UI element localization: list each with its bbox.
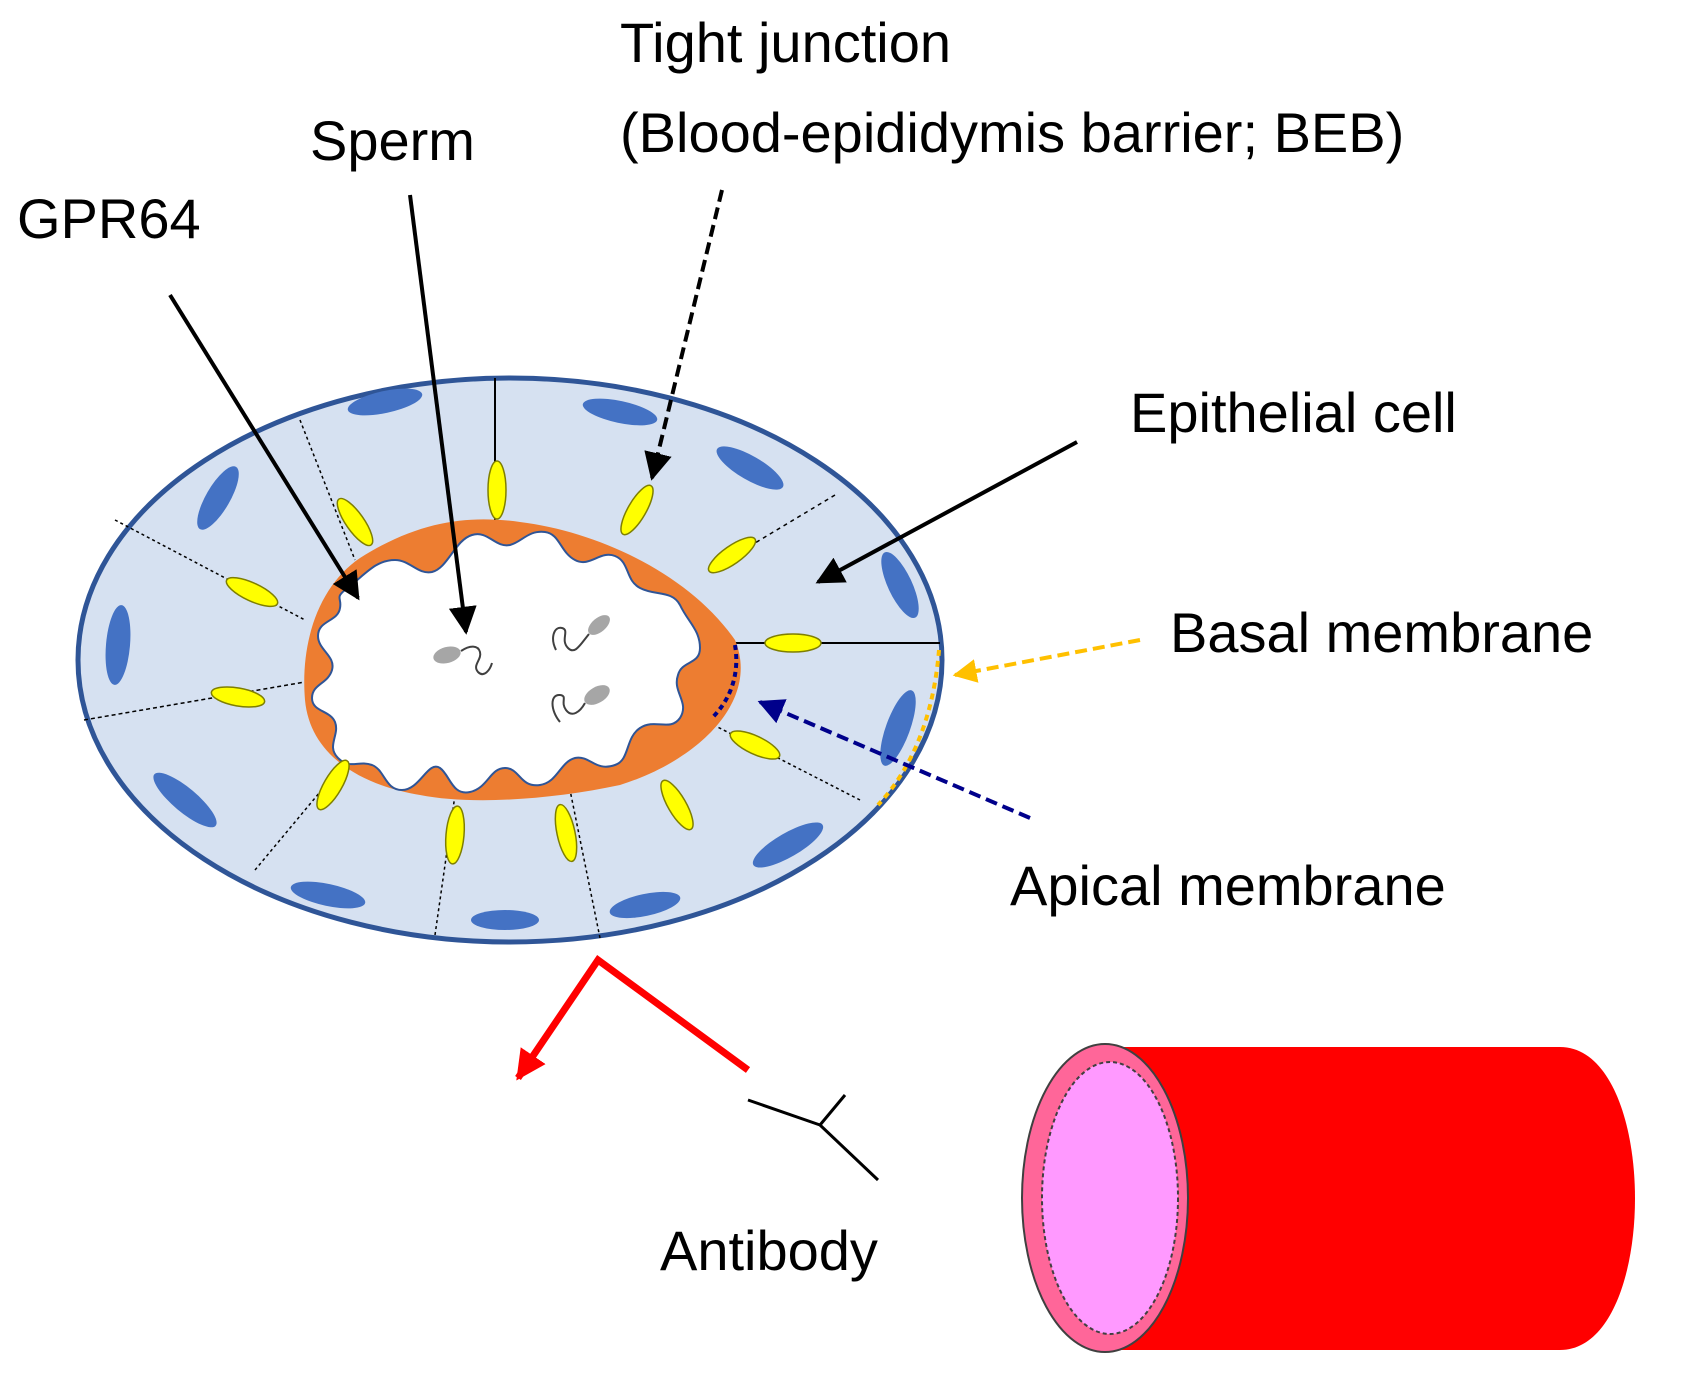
apical-membrane-highlight: [710, 644, 739, 720]
sperm-2: [552, 615, 610, 652]
vessel-lumen: [1041, 1061, 1179, 1335]
tight-junctions: [210, 460, 822, 865]
label-antibody: Antibody: [660, 1219, 878, 1282]
sperm-cells: [433, 615, 610, 723]
epithelial-nuclei: [105, 388, 919, 930]
epididymal-tubule: [75, 375, 945, 945]
arrow-apical-membrane: [757, 699, 1031, 820]
label-apical-membrane: Apical membrane: [1010, 854, 1446, 917]
arrow-basal-membrane: [952, 638, 1141, 683]
antibody-icon: [747, 1094, 880, 1182]
basal-membrane-highlight: [876, 649, 941, 807]
label-epithelial-cell: Epithelial cell: [1130, 381, 1457, 444]
label-tight-junction-line1: Tight junction: [620, 11, 951, 74]
cell-boundaries: [83, 378, 940, 939]
sperm-3: [551, 685, 610, 723]
arrow-gpr64: [168, 293, 360, 601]
arrow-sperm: [408, 194, 477, 635]
vessel-body: [1105, 1047, 1635, 1350]
antibody-blocked-arrow: [515, 955, 751, 1081]
tubule-lumen: [310, 530, 702, 794]
arrow-tight-junction: [644, 189, 724, 481]
label-tight-junction-line2: (Blood-epididymis barrier; BEB): [620, 101, 1404, 164]
sperm-1: [433, 645, 493, 676]
arrow-epithelial-cell: [815, 440, 1078, 584]
label-sperm: Sperm: [310, 109, 475, 172]
label-basal-membrane: Basal membrane: [1170, 601, 1593, 664]
blood-vessel: [1021, 1043, 1635, 1353]
label-gpr64: GPR64: [17, 187, 201, 250]
